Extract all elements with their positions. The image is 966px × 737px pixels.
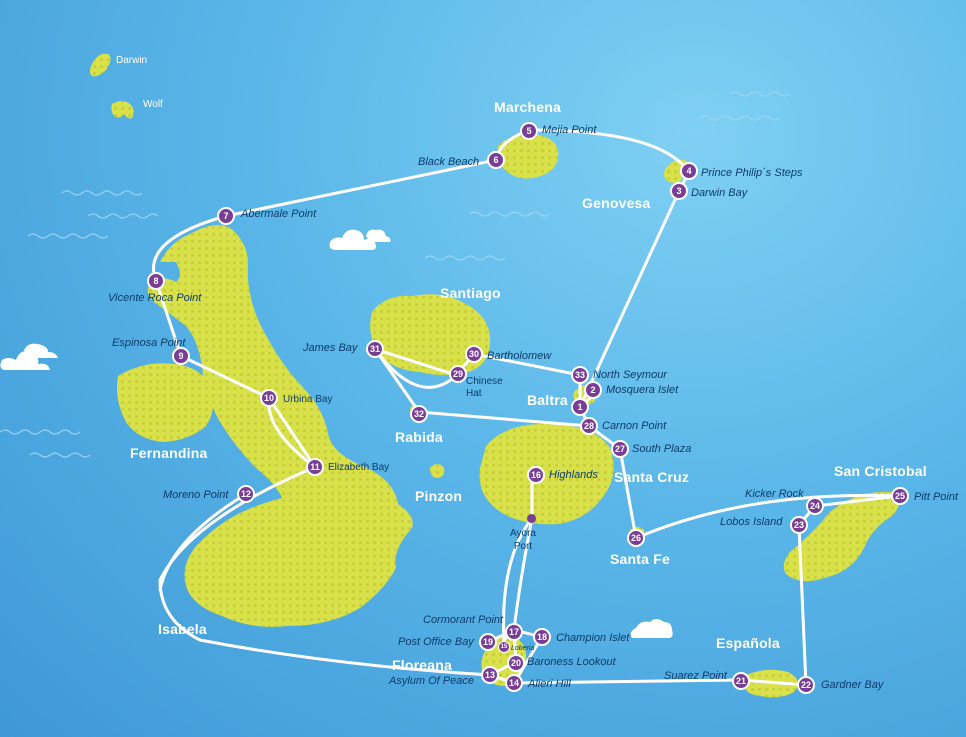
site-label-asylum-of-peace: Asylum Of Peace [389, 675, 474, 687]
waves [0, 91, 791, 458]
stop-marker-12[interactable]: 12 [237, 485, 255, 503]
stop-marker-20[interactable]: 20 [507, 654, 525, 672]
site-label-pitt-point: Pitt Point [914, 491, 959, 503]
site-label-suarez-point: Suarez Point [664, 670, 727, 682]
site-label-mejia-point: Mejia Point [542, 124, 597, 136]
island-label-fernandina: Fernandina [130, 445, 208, 461]
stop-marker-8[interactable]: 8 [147, 272, 165, 290]
ayora-port-dot[interactable] [527, 514, 536, 523]
site-label-baroness-lookout: Baroness Lookout [527, 656, 616, 668]
island-label-santiago: Santiago [440, 285, 501, 301]
stop-marker-31[interactable]: 31 [366, 340, 384, 358]
stop-marker-19[interactable]: 19 [479, 633, 497, 651]
site-label-espinosa-point: Espinosa Point [112, 337, 186, 349]
fernandina-island [117, 363, 214, 442]
stop-marker-27[interactable]: 27 [611, 440, 629, 458]
site-label-black-beach: Black Beach [418, 156, 480, 168]
site-label-prince-philips-steps: Prince Philip´s Steps [701, 167, 803, 179]
stop-marker-2[interactable]: 2 [584, 381, 602, 399]
stop-marker-4[interactable]: 4 [680, 162, 698, 180]
stop-marker-15[interactable]: 15 [498, 641, 510, 653]
island-label-darwin: Darwin [116, 55, 148, 66]
site-label-carnon-point: Carnon Point [602, 420, 667, 432]
site-label-post-office-bay: Post Office Bay [398, 636, 474, 648]
site-label-darwin-bay: Darwin Bay [691, 187, 748, 199]
marchena-island [497, 134, 559, 179]
island-label-santa-fe: Santa Fe [610, 551, 670, 567]
stop-marker-13[interactable]: 13 [481, 666, 499, 684]
stop-marker-1[interactable]: 1 [571, 398, 589, 416]
site-label-alieri-hill: Alieri Hill [528, 678, 571, 690]
island-label-genovesa: Genovesa [582, 195, 651, 211]
stop-marker-9[interactable]: 9 [172, 347, 190, 365]
stop-marker-18[interactable]: 18 [533, 628, 551, 646]
island-label-pinzon: Pinzon [415, 488, 463, 504]
site-label-loberia: Loberia [511, 645, 535, 652]
site-label-urbina-bay: Urbina Bay [283, 394, 333, 405]
islands [90, 53, 900, 698]
island-label-marchena: Marchena [494, 99, 561, 115]
darwin-island [90, 53, 111, 77]
site-label-chinese-hat: Chinese Hat [466, 376, 503, 399]
site-label-kicker-rock: Kicker Rock [745, 488, 804, 500]
island-label-san-cristobal: San Cristobal [834, 463, 927, 479]
santiago-island [370, 294, 491, 375]
site-label-gardner-bay: Gardner Bay [821, 679, 884, 691]
site-label-north-seymour: North Seymour [593, 369, 667, 381]
cloud-icon [630, 619, 673, 638]
stop-marker-3[interactable]: 3 [670, 182, 688, 200]
stop-marker-14[interactable]: 14 [505, 674, 523, 692]
stop-marker-11[interactable]: 11 [306, 458, 324, 476]
stop-marker-25[interactable]: 25 [891, 487, 909, 505]
site-label-lobos-island: Lobos Island [720, 516, 783, 528]
santa-cruz-island [479, 423, 614, 525]
site-label-abermale-point: Abermale Point [241, 208, 317, 220]
pinzon-island [430, 464, 445, 478]
cloud-icon [329, 229, 391, 250]
island-label-rabida: Rabida [395, 429, 443, 445]
san-cristobal-island [783, 491, 900, 582]
site-label-mosquera-islet: Mosquera Islet [606, 384, 679, 396]
island-label-floreana: Floreana [392, 657, 452, 673]
site-label-elizabeth-bay: Elizabeth Bay [328, 462, 390, 473]
stop-marker-21[interactable]: 21 [732, 672, 750, 690]
isabela-island [147, 225, 413, 627]
stop-marker-22[interactable]: 22 [797, 676, 815, 694]
site-label-moreno-point: Moreno Point [163, 489, 229, 501]
site-label-champion-islet: Champion Islet [556, 632, 630, 644]
site-label-bartholomew: Bartholomew [487, 350, 552, 362]
stop-marker-30[interactable]: 30 [465, 345, 483, 363]
stop-marker-10[interactable]: 10 [260, 389, 278, 407]
stop-marker-17[interactable]: 17 [505, 623, 523, 641]
cloud-icon [0, 343, 58, 370]
island-label-baltra: Baltra [527, 392, 568, 408]
stop-marker-23[interactable]: 23 [790, 516, 808, 534]
stop-marker-7[interactable]: 7 [217, 207, 235, 225]
site-label-cormorant-point: Cormorant Point [423, 614, 504, 626]
site-label-south-plaza: South Plaza [632, 443, 692, 455]
stop-marker-26[interactable]: 26 [627, 529, 645, 547]
site-label-highlands: Highlands [549, 469, 598, 481]
stop-marker-16[interactable]: 16 [527, 466, 545, 484]
site-label-james-bay: James Bay [303, 342, 358, 354]
stop-marker-33[interactable]: 33 [571, 366, 589, 384]
stop-marker-5[interactable]: 5 [520, 122, 538, 140]
wolf-island [111, 101, 134, 119]
island-label-santa-cruz: Santa Cruz [614, 469, 690, 485]
island-label-wolf: Wolf [143, 99, 163, 110]
stop-marker-6[interactable]: 6 [487, 151, 505, 169]
stop-marker-29[interactable]: 29 [449, 365, 467, 383]
island-label-isabela: Isabela [158, 621, 207, 637]
island-label-espanola: Española [716, 635, 780, 651]
stop-marker-32[interactable]: 32 [410, 405, 428, 423]
stop-marker-28[interactable]: 28 [580, 417, 598, 435]
stop-marker-24[interactable]: 24 [806, 497, 824, 515]
ayora-port-label: Ayora Port [510, 528, 536, 552]
site-label-vicente-roca-point: Vicente Roca Point [108, 292, 202, 304]
